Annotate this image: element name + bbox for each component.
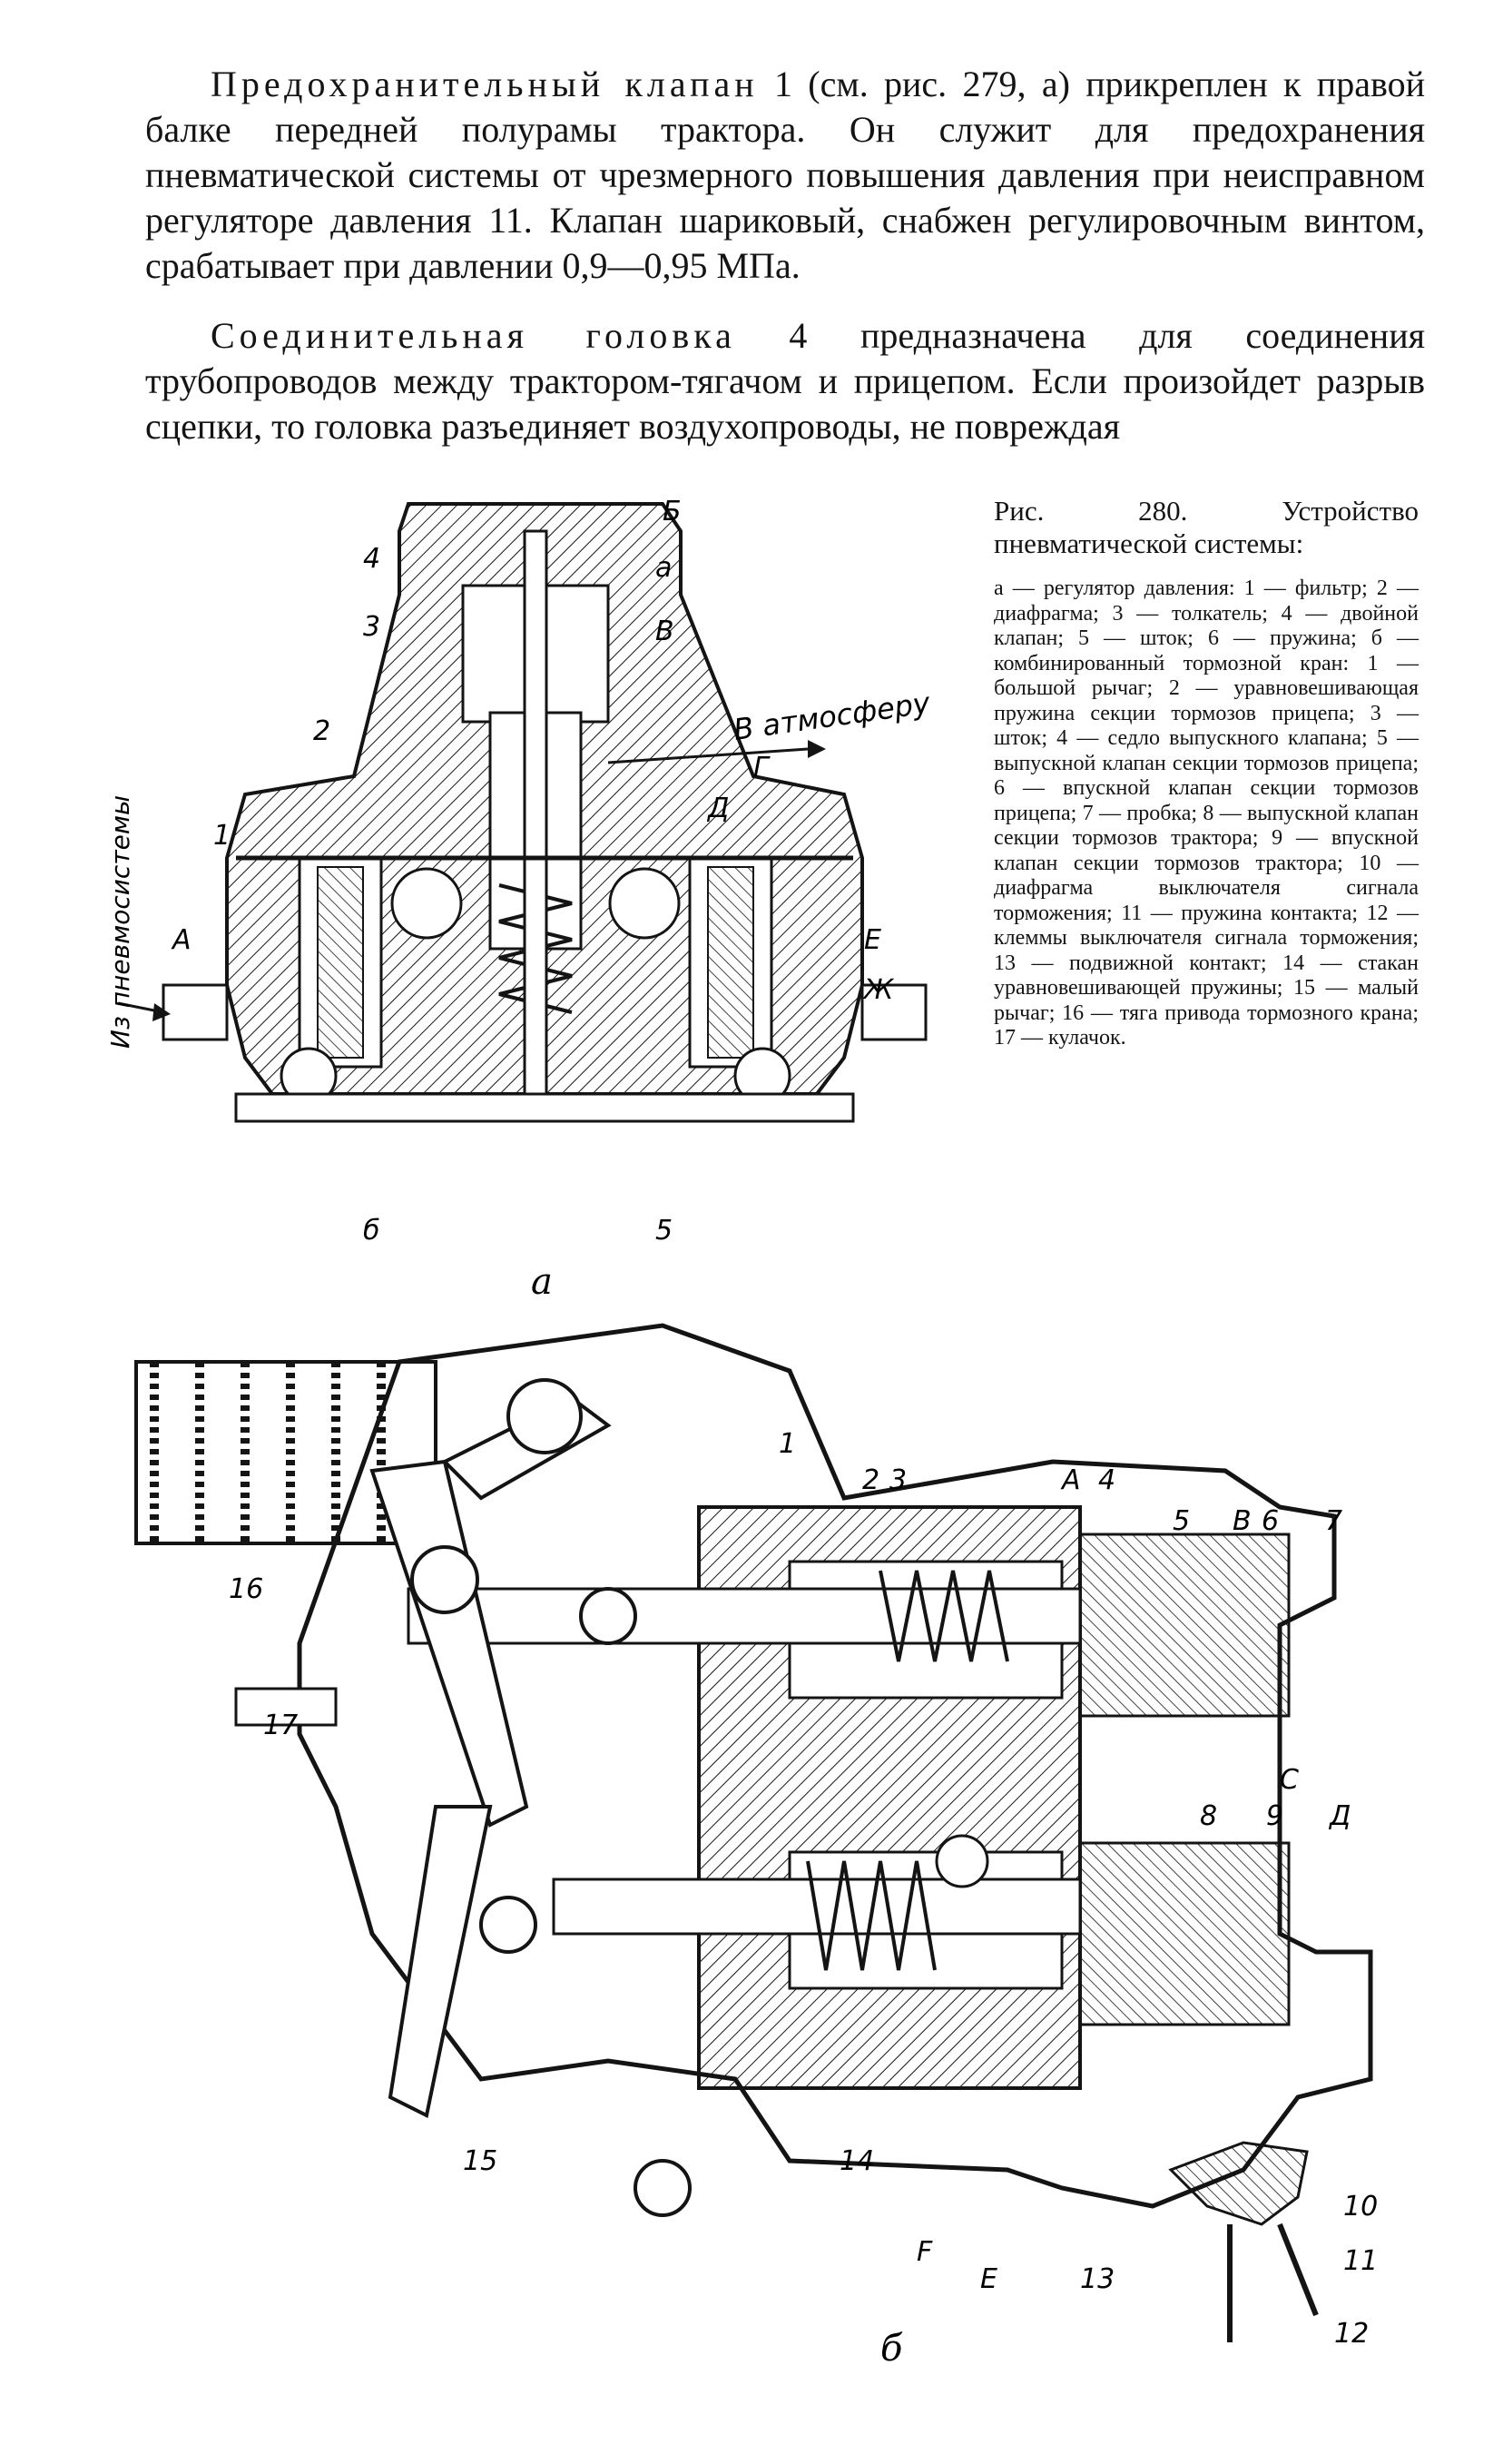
figure-a-callouts: Б 4 а 3 В 2 Г Д 1 А Е Ж б 5 (171, 496, 895, 1247)
callout: С (1280, 1764, 1299, 1796)
callout: 1 (213, 820, 231, 852)
figure-b-label: б (880, 2328, 903, 2370)
callout: 8 (1200, 1800, 1217, 1832)
callout: Б (663, 496, 682, 527)
callout: Г (753, 752, 771, 784)
callout: В (1233, 1505, 1252, 1537)
caption-title: Рис. 280. Устройство пневматической сист… (994, 495, 1419, 559)
callout: 17 (263, 1710, 298, 1741)
figure-b-callouts: 1 2 3 А 4 5 В 6 7 16 17 С 8 9 Д 15 14 F … (229, 1428, 1378, 2350)
callout: 13 (1080, 2263, 1115, 2295)
callout: 16 (229, 1573, 263, 1605)
callout: 3 (889, 1464, 907, 1496)
callout: б (363, 1215, 380, 1247)
callout: 1 (779, 1428, 796, 1460)
figure-caption: Рис. 280. Устройство пневматической сист… (994, 495, 1419, 1051)
callout: Е (864, 924, 881, 956)
callout: а (655, 552, 672, 584)
callout: 5 (655, 1215, 673, 1247)
paragraph-lead: Соединительная головка (211, 315, 736, 356)
callout: 15 (463, 2145, 497, 2177)
callout: 14 (840, 2145, 874, 2177)
callout: В (655, 616, 674, 647)
callout: 12 (1334, 2318, 1369, 2350)
callout: 11 (1343, 2245, 1378, 2277)
figure-a-pressure-regulator: Из пневмосистемы В атмосферу Б 4 а 3 В 2… (105, 496, 933, 1303)
callout: Д (706, 793, 729, 824)
callout: 4 (363, 543, 380, 575)
figure-b-brake-valve: 1 2 3 А 4 5 В 6 7 16 17 С 8 9 Д 15 14 F … (134, 1323, 1378, 2370)
callout: 2 (313, 715, 330, 747)
figure-a-label: а (531, 1261, 553, 1303)
paragraph-lead: Предохранительный клапан (211, 64, 759, 104)
callout: 5 (1173, 1505, 1190, 1537)
paragraph-text: 4 предназначена для соединения трубопров… (145, 315, 1426, 447)
outlet-label: В атмосферу (732, 685, 933, 747)
callout: Е (980, 2263, 997, 2295)
bellows (134, 1360, 437, 1545)
callout: 9 (1266, 1800, 1283, 1832)
callout: 3 (363, 611, 380, 643)
paragraph-safety-valve: Предохранительный клапан 1 (см. рис. 279… (145, 62, 1425, 289)
callout: 4 (1098, 1464, 1115, 1496)
callout: 6 (1262, 1505, 1279, 1537)
callout: 7 (1325, 1505, 1342, 1537)
callout: Д (1328, 1800, 1351, 1832)
callout: А (1060, 1464, 1081, 1496)
inlet-label: Из пневмосистемы (105, 795, 135, 1049)
paragraph-text: 1 (см. рис. 279, а) прикреплен к правой … (145, 64, 1425, 286)
callout: Ж (862, 974, 895, 1006)
callout: F (917, 2236, 933, 2268)
caption-legend: а — регулятор давления: 1 — фильтр; 2 — … (994, 577, 1419, 1050)
callout: А (171, 924, 192, 956)
paragraph-coupling-head: Соединительная головка 4 предназначена д… (145, 313, 1425, 449)
callout: 2 (862, 1464, 879, 1496)
callout: 10 (1343, 2191, 1378, 2223)
